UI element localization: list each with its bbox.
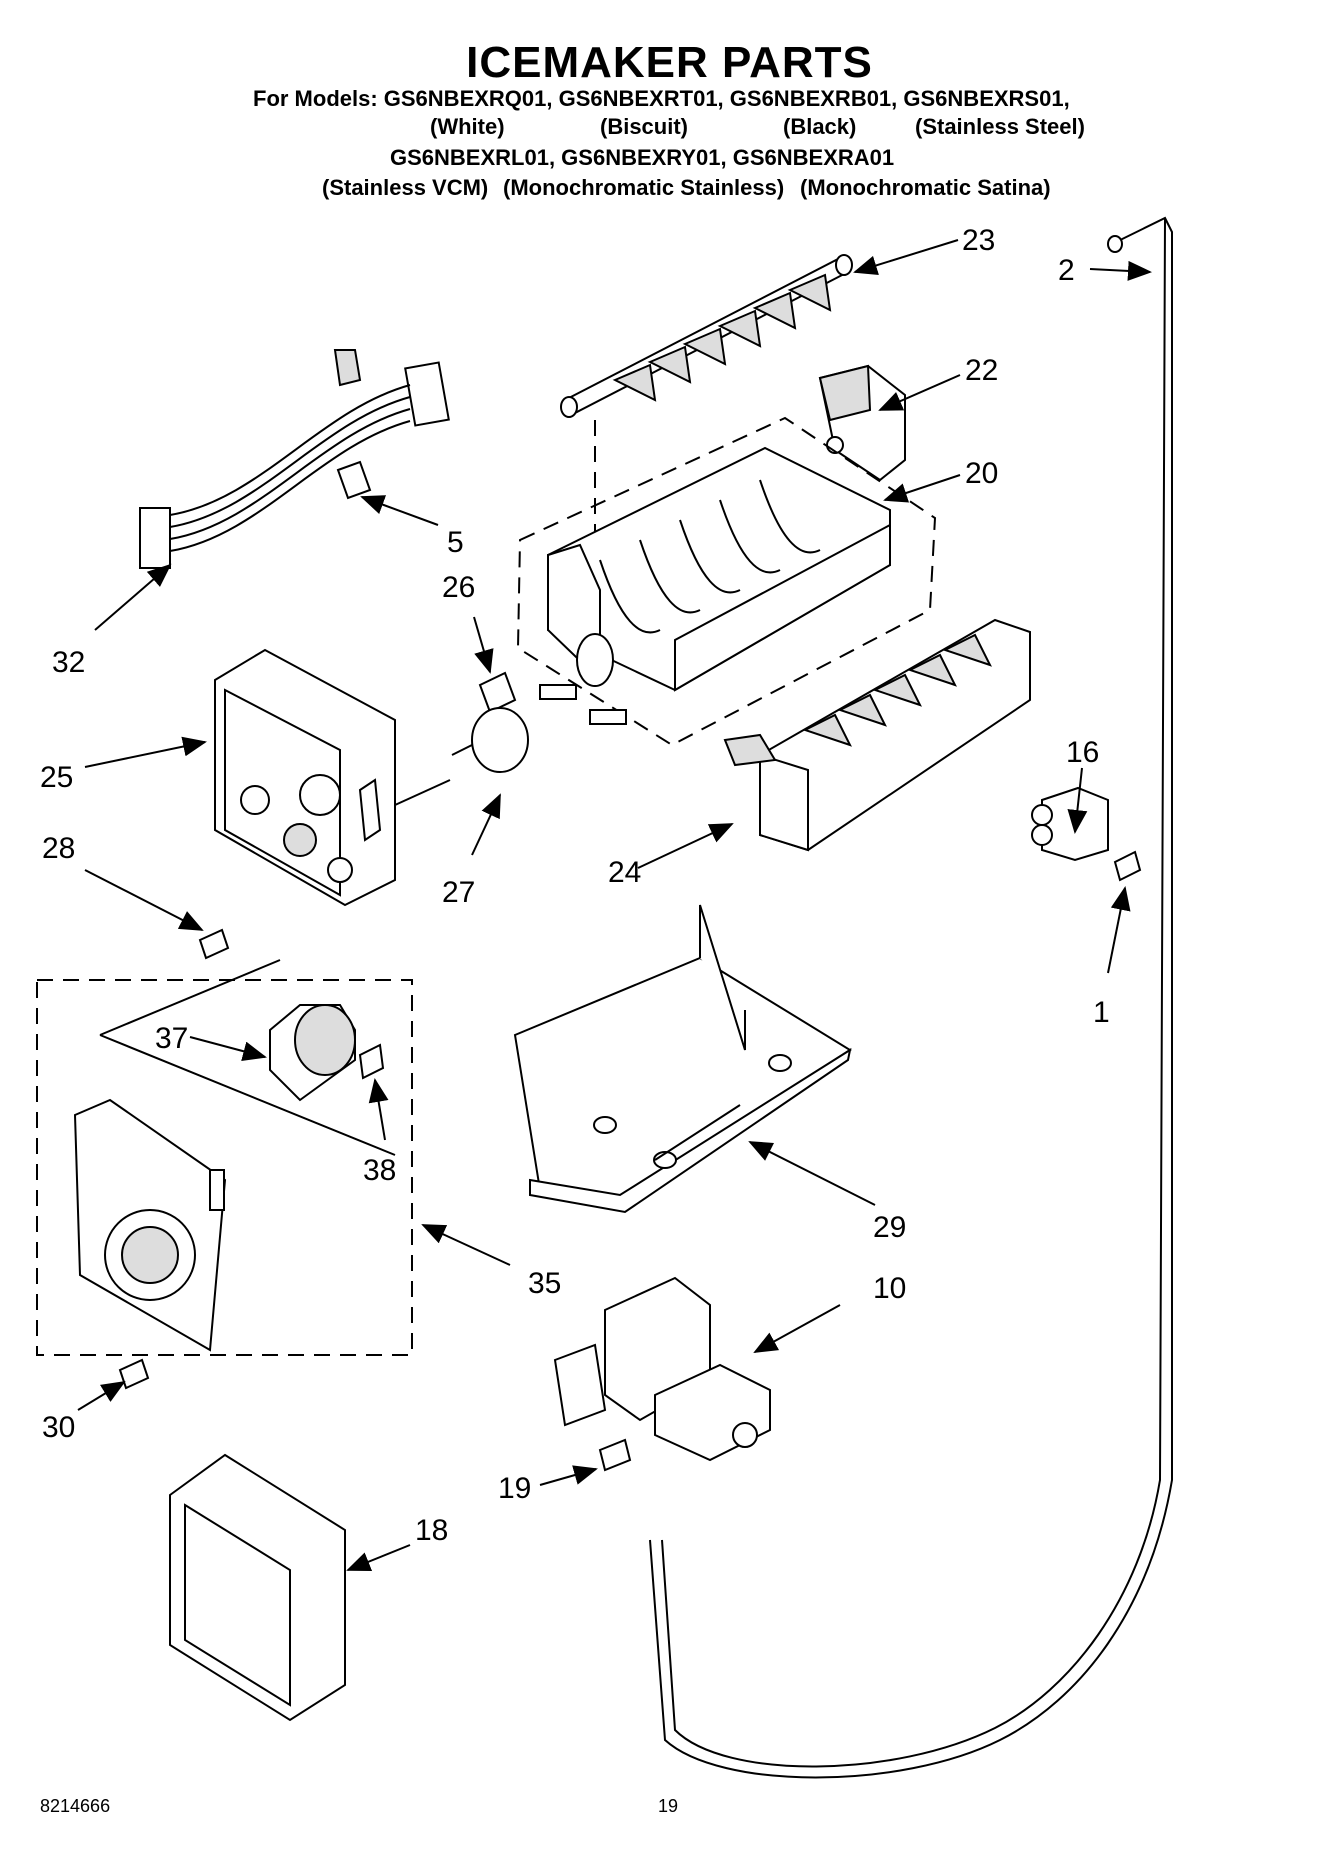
callout-37: 37 [155, 1022, 188, 1055]
callout-20: 20 [965, 457, 998, 490]
callout-26: 26 [442, 571, 475, 604]
variant-stainless-vcm: (Stainless VCM) [322, 175, 489, 200]
models-line-2: GS6NBEXRL01, GS6NBEXRY01, GS6NBEXRA01 [390, 145, 895, 170]
callout-24: 24 [608, 856, 641, 889]
ice-stripper [723, 618, 1031, 852]
callout-30: 30 [42, 1411, 75, 1444]
callout-22: 22 [965, 354, 998, 387]
motor-module-base [73, 1098, 227, 1352]
thermostat-clip [478, 671, 517, 714]
callout-28: 28 [42, 832, 75, 865]
ice-mold [516, 416, 937, 747]
callout-29: 29 [873, 1211, 906, 1244]
motor-housing [214, 648, 396, 907]
leader-lines [77, 239, 1152, 1572]
callout-5: 5 [447, 526, 464, 559]
ice-bin-tray [513, 904, 852, 1214]
variant-stainless-steel: (Stainless Steel) [915, 114, 1085, 139]
icemaker-cover [169, 1453, 346, 1722]
page-number: 19 [658, 1796, 679, 1816]
callout-32: 32 [52, 646, 85, 679]
callout-23: 23 [962, 224, 995, 257]
water-valve [553, 1276, 771, 1462]
valve-screw-19 [598, 1438, 632, 1472]
callout-38: 38 [363, 1154, 396, 1187]
variant-monochromatic-stainless: (Monochromatic Stainless) [503, 175, 785, 200]
harness-clip [336, 460, 372, 500]
wire-harness [139, 349, 450, 569]
fill-tube [649, 216, 1173, 1779]
ejector-shaft [560, 254, 853, 418]
motor-kit-lines [99, 959, 396, 1156]
fill-cup [818, 364, 906, 482]
mounting-screw-28 [198, 928, 230, 960]
callout-18: 18 [415, 1514, 448, 1547]
motor-screw-38 [358, 1043, 385, 1080]
models-line-1: For Models: GS6NBEXRQ01, GS6NBEXRT01, GS… [253, 86, 1070, 111]
callout-10: 10 [873, 1272, 906, 1305]
callout-27: 27 [442, 876, 475, 909]
callout-2: 2 [1058, 254, 1075, 287]
callout-16: 16 [1066, 736, 1099, 769]
variant-monochromatic-satina: (Monochromatic Satina) [800, 175, 1051, 200]
callout-1: 1 [1093, 996, 1110, 1029]
variant-biscuit: (Biscuit) [600, 114, 688, 139]
callout-19: 19 [498, 1472, 531, 1505]
motor-kit-bound [36, 979, 413, 1356]
document-number: 8214666 [40, 1796, 111, 1816]
bracket-screw [1113, 850, 1142, 882]
page-title: ICEMAKER PARTS [466, 38, 873, 87]
variant-white: (White) [430, 114, 505, 139]
bracket [1031, 786, 1109, 862]
drive-motor [269, 1004, 356, 1102]
callout-35: 35 [528, 1267, 561, 1300]
callout-labels: 23 2 22 20 5 26 32 16 25 28 24 27 1 37 3… [40, 224, 1110, 1547]
thermostat [451, 707, 529, 773]
variant-black: (Black) [783, 114, 857, 139]
callout-25: 25 [40, 761, 73, 794]
mounting-screw-30 [118, 1358, 150, 1390]
